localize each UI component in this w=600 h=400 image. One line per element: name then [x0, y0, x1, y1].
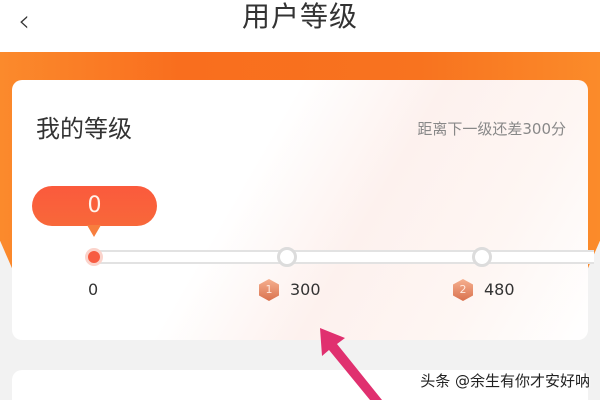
progress-node-current: [85, 248, 103, 266]
card-title: 我的等级: [36, 115, 132, 143]
chevron-left-icon: ‹: [18, 4, 30, 39]
level-2-badge-icon: 2: [453, 279, 473, 301]
secondary-card: [12, 370, 588, 400]
watermark-text: 头条 @余生有你才安好呐: [420, 372, 590, 390]
arrow-pointer-icon: [320, 328, 382, 400]
bubble-pointer: [87, 225, 101, 237]
level-1-badge-icon: 1: [259, 279, 279, 301]
node-label: 300: [290, 280, 321, 299]
page-title: 用户等级: [241, 0, 358, 33]
top-nav-bar: ‹ 用户等级: [0, 0, 600, 52]
points-to-next-level: 距离下一级还差300分: [417, 120, 566, 138]
back-button[interactable]: ‹: [18, 4, 48, 44]
node-label: 0: [88, 280, 99, 299]
node-label: 480: [484, 280, 515, 299]
progress-node-level-1: [277, 247, 297, 267]
level-progress-track: [94, 250, 594, 264]
my-level-card: 我的等级 距离下一级还差300分 0 0 1 300 2 480: [12, 80, 594, 340]
current-points-bubble: 0: [32, 186, 157, 226]
progress-node-level-2: [472, 247, 492, 267]
